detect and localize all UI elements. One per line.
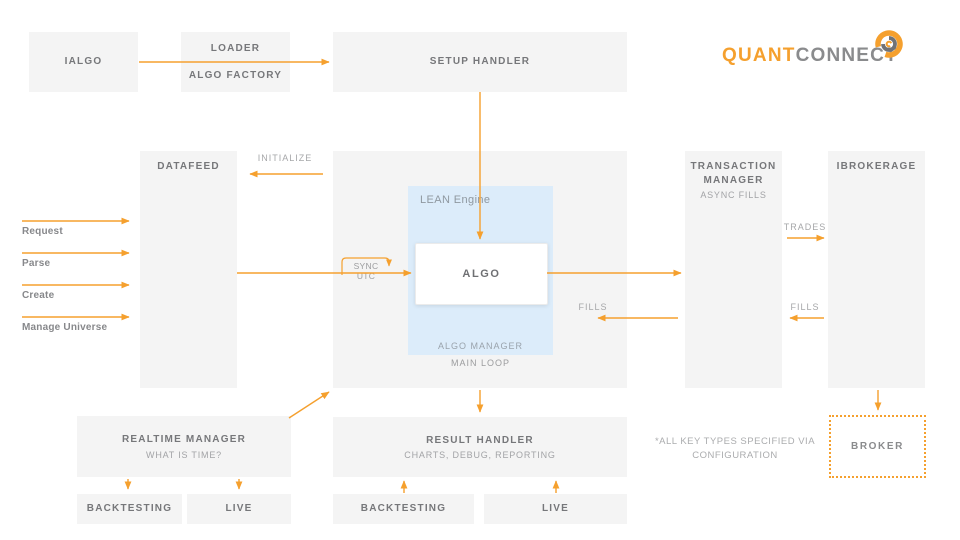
realtime-manager-box: REALTIME MANAGER WHAT IS TIME?	[77, 416, 291, 477]
trades-label: TRADES	[783, 222, 827, 232]
backtesting-box-left: BACKTESTING	[77, 494, 182, 524]
algo-box: ALGO	[415, 243, 548, 305]
quantconnect-logo: QUANTCONNECT	[722, 45, 898, 67]
result-handler-box: RESULT HANDLER CHARTS, DEBUG, REPORTING	[333, 417, 627, 477]
result-handler-title: RESULT HANDLER	[426, 434, 534, 446]
connector-realtime-to-engine	[288, 391, 330, 419]
live-box-center: LIVE	[484, 494, 627, 524]
footnote-line1: *ALL KEY TYPES SPECIFIED VIA	[654, 436, 816, 447]
feed-label-manage-universe: Manage Universe	[22, 322, 108, 333]
initialize-label: INITIALIZE	[257, 153, 313, 163]
feed-label-parse: Parse	[22, 258, 51, 269]
live-box-left: LIVE	[187, 494, 291, 524]
configuration-footnote: *ALL KEY TYPES SPECIFIED VIA CONFIGURATI…	[645, 435, 825, 463]
sync-utc-label: SYNC UTC	[353, 261, 379, 281]
datafeed-title: DATAFEED	[157, 161, 220, 172]
main-loop-label: MAIN LOOP	[450, 358, 510, 368]
setup-handler-box: SETUP HANDLER	[333, 32, 627, 92]
feed-label-request: Request	[22, 226, 63, 237]
backtesting-box-center: BACKTESTING	[333, 494, 474, 524]
fills-engine-label: FILLS	[578, 302, 608, 312]
broker-box: BROKER	[829, 415, 926, 478]
algo-manager-label: ALGO MANAGER	[437, 341, 523, 351]
live-left-title: LIVE	[225, 503, 253, 515]
ialgo-title: IALGO	[64, 56, 103, 68]
logo-quant-text: QUANT	[722, 45, 796, 66]
what-is-time-subtitle: WHAT IS TIME?	[146, 449, 222, 460]
algo-title: ALGO	[462, 268, 501, 280]
backtesting-center-title: BACKTESTING	[360, 503, 447, 515]
setup-handler-title: SETUP HANDLER	[429, 56, 531, 68]
feed-label-create: Create	[22, 290, 55, 301]
quantconnect-swirl-icon	[875, 30, 903, 58]
transaction-manager-box: TRANSACTION MANAGER ASYNC FILLS	[685, 151, 782, 388]
charts-debug-reporting-subtitle: CHARTS, DEBUG, REPORTING	[404, 450, 556, 461]
datafeed-box: DATAFEED	[140, 151, 237, 388]
transaction-manager-title: TRANSACTION MANAGER	[690, 161, 777, 186]
realtime-manager-title: REALTIME MANAGER	[121, 434, 246, 446]
lean-engine-title: LEAN Engine	[420, 194, 491, 206]
ibrokerage-title: IBROKERAGE	[836, 161, 917, 172]
fills-broker-label: FILLS	[790, 302, 820, 312]
live-center-title: LIVE	[541, 503, 570, 515]
algo-factory-title: ALGO FACTORY	[188, 69, 283, 81]
ialgo-box: IALGO	[29, 32, 138, 92]
footnote-line2: CONFIGURATION	[692, 449, 778, 461]
async-fills-subtitle: ASYNC FILLS	[700, 190, 767, 200]
ibrokerage-box: IBROKERAGE	[828, 151, 925, 388]
loader-title: LOADER	[210, 43, 261, 54]
logo-connect-text: CONNECT	[795, 45, 898, 66]
backtesting-left-title: BACKTESTING	[86, 503, 173, 515]
broker-title: BROKER	[851, 441, 904, 452]
loader-algo-factory-box: LOADER ALGO FACTORY	[181, 32, 290, 92]
